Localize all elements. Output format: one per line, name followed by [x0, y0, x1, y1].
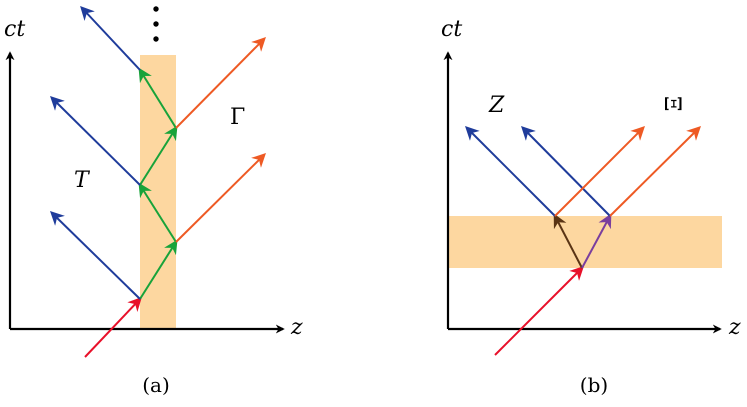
reflected-ray-b-2 [609, 126, 701, 217]
x-axis-label-b: z [728, 315, 741, 340]
backward-ray-b [553, 213, 583, 269]
transmitted-ray-b-2 [521, 126, 611, 217]
internal-ray-a-3 [139, 125, 178, 186]
x-axis-label-a: z [290, 315, 303, 340]
panel-a: ct z T Γ (a) [4, 5, 303, 397]
internal-ray-a-1 [139, 239, 178, 300]
transmitted-ray-b-1 [465, 126, 556, 217]
transmitted-ray-a-1 [49, 211, 141, 300]
reflected-ray-b-1 [554, 126, 645, 217]
internal-ray-a-2 [138, 182, 177, 243]
reflected-label-b: Ξ [659, 96, 684, 111]
caption-b: (b) [580, 373, 608, 397]
incident-ray-a [84, 296, 142, 358]
y-axis-label-a: ct [4, 17, 25, 42]
transmitted-ray-a-2 [50, 96, 141, 186]
slab-region-b [448, 216, 722, 268]
reflected-ray-a-1 [175, 153, 266, 243]
incident-ray-b [494, 266, 584, 356]
reflected-label-a: Γ [230, 105, 245, 130]
panel-b: ct z Z Ξ (b) [441, 17, 741, 397]
y-axis-label-b: ct [441, 17, 462, 42]
forward-ray-b [581, 213, 612, 269]
ellipsis-dots-a [153, 6, 159, 42]
internal-ray-a-4 [138, 67, 177, 129]
transmitted-label-a: T [74, 168, 91, 193]
transmitted-ray-a-3 [80, 5, 141, 71]
reflected-ray-a-2 [175, 37, 266, 129]
caption-a: (a) [142, 373, 170, 397]
transmitted-label-b: Z [488, 93, 505, 118]
